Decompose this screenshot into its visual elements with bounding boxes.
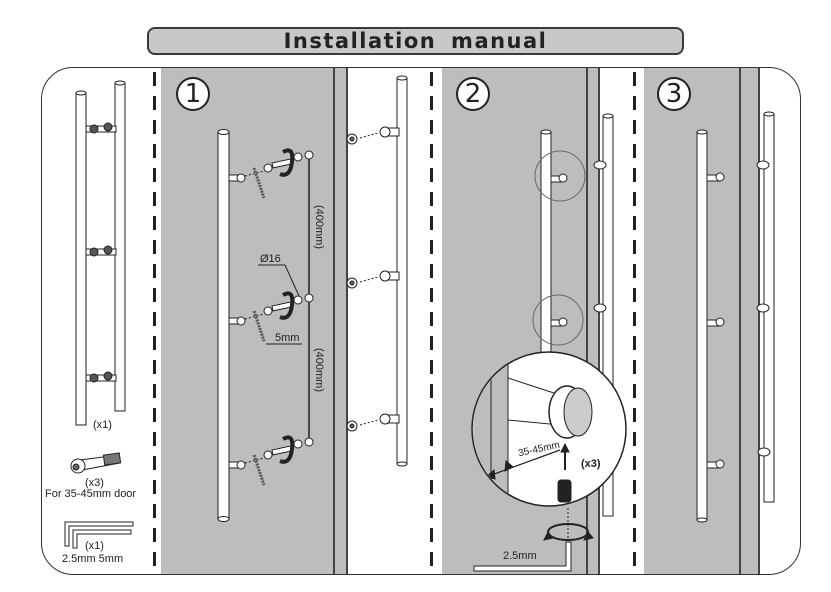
step-number-2: 2 [456,77,490,111]
screw-quantity: (x3) [85,477,104,489]
step2-door-edge-2 [598,68,600,574]
step1-door-side [335,68,347,574]
step1-door-edge-2 [346,68,348,574]
spacing-top-label: (400mm) [313,205,325,250]
hole-diameter-label: Ø16 [260,253,281,265]
step1-fixings [228,148,314,486]
hex-key-icon [64,521,134,549]
step2-handle-icon [532,113,614,517]
step1-door-edge [333,68,335,574]
step1-door-front [161,68,334,574]
divider-dashed-2 [430,72,433,574]
step-number-1: 1 [176,77,210,111]
step2-key-size-label: 2.5mm [503,550,537,562]
step3-door-edge [739,68,741,574]
handle-quantity: (x1) [93,419,112,431]
step1-back-handle-icon [346,75,408,467]
step2-door-side [588,68,599,574]
rotate-arrow-icon [543,523,594,541]
screw-door-note: For 35-45mm door [45,488,137,500]
handle-icon [75,80,126,426]
screw-icon [70,452,122,474]
step-number-3: 3 [657,77,691,111]
divider-dashed-3 [633,72,636,574]
instruction-frame [41,67,801,575]
hex-key-sizes: 2.5mm 5mm [62,553,124,565]
step1-key-size-label: 5mm [275,332,300,344]
manual-title: Installation manual [283,29,548,53]
step3-door-side [741,68,759,574]
spacing-bottom-label: (400mm) [313,348,325,393]
detail-magnifier-icon [471,351,627,507]
step1-handle-icon [217,129,230,522]
hex-key-quantity: (x1) [85,540,104,552]
divider-dashed-1 [153,72,156,574]
step3-handle-icon [696,111,775,523]
title-banner: Installation manual [147,27,684,55]
grub-screw-quantity: (x3) [581,458,601,470]
step3-door-edge-2 [758,68,760,574]
step2-door-edge [586,68,588,574]
